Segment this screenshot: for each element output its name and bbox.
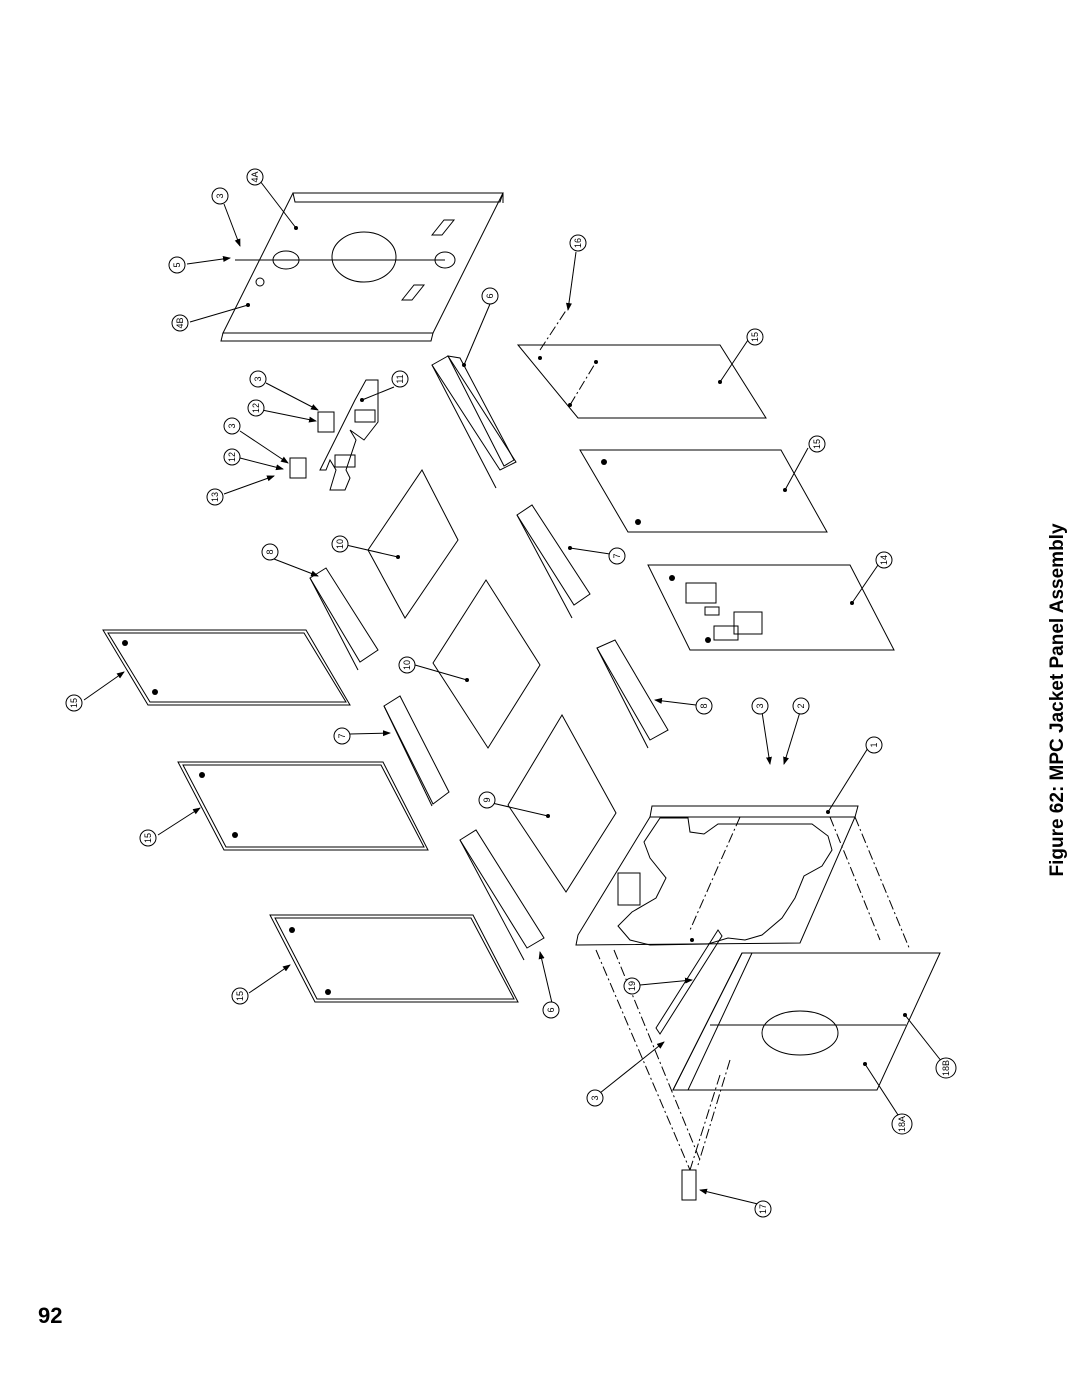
callout-label: 7 — [337, 733, 347, 738]
callout-6a: 6 — [481, 287, 499, 305]
callout-12a: 12 — [247, 399, 265, 417]
callout-label: 4A — [250, 171, 260, 182]
internal-panel-9 — [507, 713, 617, 893]
callout-label: 3 — [253, 376, 263, 381]
callout-7a: 7 — [608, 547, 626, 565]
callout-15b: 15 — [808, 435, 826, 453]
callout-label: 10 — [402, 660, 412, 670]
callout-label: 12 — [227, 452, 237, 462]
callout-label: 11 — [395, 374, 405, 383]
rail-8-right — [596, 639, 669, 749]
figure-caption: Figure 62: MPC Jacket Panel Assembly — [1047, 523, 1068, 877]
callout-label: 15 — [812, 439, 822, 449]
internal-panel-10-lower — [432, 579, 541, 749]
callout-label: 4B — [175, 317, 185, 328]
callout-label: 14 — [879, 555, 889, 565]
rail-7-upper — [516, 504, 591, 619]
side-panel-15-lower — [269, 914, 519, 1003]
callout-label: 15 — [69, 698, 79, 708]
callout-3e: 3 — [586, 1089, 604, 1107]
callout-3b: 3 — [249, 370, 267, 388]
callout-7b: 7 — [333, 727, 351, 745]
callout-15d: 15 — [139, 829, 157, 847]
callout-3a: 3 — [211, 187, 229, 205]
callout-label: 3 — [590, 1095, 600, 1100]
callout-label: 9 — [482, 797, 492, 802]
rear-panel-15-middle — [579, 449, 828, 533]
control-panel-14 — [647, 564, 895, 651]
callout-label: 7 — [612, 553, 622, 558]
callout-label: 8 — [699, 703, 709, 708]
internal-panel-10-upper — [367, 469, 459, 619]
callout-label: 10 — [335, 539, 345, 549]
callout-12b: 12 — [223, 448, 241, 466]
callout-label: 16 — [573, 238, 583, 248]
callout-14: 14 — [875, 551, 893, 569]
callout-label: 6 — [546, 1007, 556, 1012]
bracket-19 — [655, 929, 723, 1035]
leader-lines — [83, 180, 943, 1206]
callout-label: 2 — [796, 703, 806, 708]
bracket-11 — [289, 379, 379, 491]
callout-5: 5 — [168, 256, 186, 274]
callout-17: 17 — [754, 1200, 772, 1218]
callout-19: 19 — [623, 977, 641, 995]
callout-4a: 4A — [246, 168, 264, 186]
callout-label: 17 — [758, 1204, 768, 1214]
bottom-panel-18a-18b — [672, 952, 941, 1091]
callout-10a: 10 — [331, 535, 349, 553]
callout-3c: 3 — [223, 417, 241, 435]
callout-18b: 18B — [935, 1057, 957, 1079]
rail-6-lower — [459, 829, 545, 961]
callout-15c: 15 — [65, 694, 83, 712]
callout-8a: 8 — [261, 543, 279, 561]
callout-label: 18B — [941, 1060, 951, 1076]
rear-panel-15-top — [516, 344, 767, 419]
top-panel-4a-4b — [220, 192, 504, 342]
callout-label: 3 — [227, 423, 237, 428]
alignment-centerlines — [539, 308, 911, 1171]
callout-label: 1 — [869, 742, 879, 747]
base-frame-1 — [575, 805, 859, 946]
callout-label: 19 — [627, 981, 637, 991]
callout-4b: 4B — [171, 314, 189, 332]
callout-3d: 3 — [751, 697, 769, 715]
callout-2: 2 — [792, 697, 810, 715]
rail-8-left — [309, 567, 379, 671]
callout-1: 1 — [865, 736, 883, 754]
callout-label: 3 — [755, 703, 765, 708]
bracket-17 — [681, 1169, 697, 1201]
callout-label: 13 — [210, 492, 220, 502]
callout-9: 9 — [478, 791, 496, 809]
callout-6b: 6 — [542, 1001, 560, 1019]
callout-13: 13 — [206, 488, 224, 506]
side-panel-15-upper — [102, 629, 351, 706]
fastener-dots — [122, 226, 907, 1066]
callout-label: 15 — [143, 833, 153, 843]
callout-label: 15 — [235, 991, 245, 1001]
callout-label: 5 — [172, 262, 182, 267]
callout-11: 11 — [391, 370, 409, 388]
callout-label: 18A — [897, 1116, 907, 1132]
rail-6-upper — [431, 355, 517, 489]
callout-8b: 8 — [695, 697, 713, 715]
rail-7-left — [383, 695, 450, 807]
callout-label: 3 — [215, 193, 225, 198]
callout-18a: 18A — [891, 1113, 913, 1135]
callout-16: 16 — [569, 234, 587, 252]
callout-label: 8 — [265, 549, 275, 554]
callout-label: 12 — [251, 403, 261, 413]
callout-15a: 15 — [746, 328, 764, 346]
page-number: 92 — [38, 1303, 63, 1328]
side-panel-15-middle — [177, 761, 429, 851]
callout-15e: 15 — [231, 987, 249, 1005]
callout-label: 6 — [485, 293, 495, 298]
callout-label: 15 — [750, 332, 760, 342]
callout-10b: 10 — [398, 656, 416, 674]
